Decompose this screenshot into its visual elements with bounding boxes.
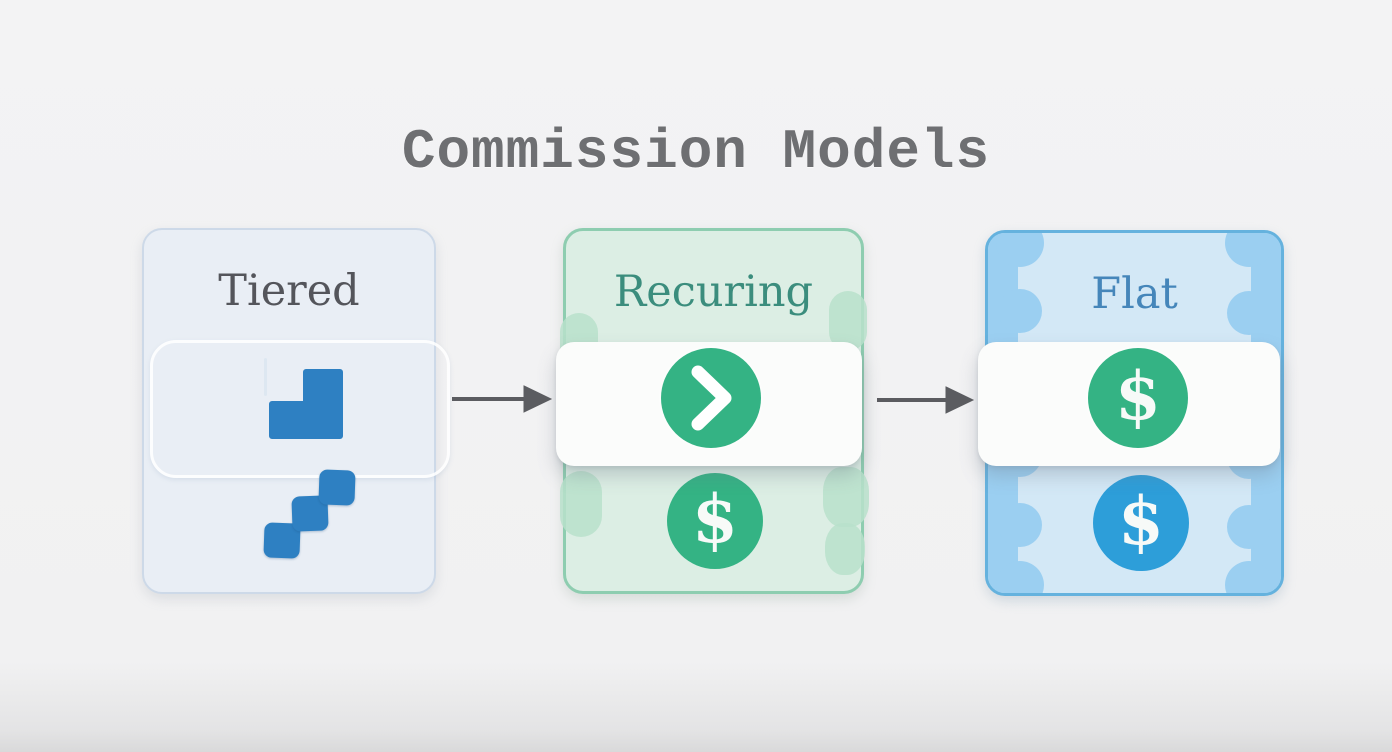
dollar-circle-green-icon: $ — [1088, 348, 1188, 448]
square-block — [318, 469, 356, 506]
card-recurring-label: Recuring — [613, 267, 814, 317]
decorative-blob — [829, 291, 867, 351]
page-title: Commission Models — [401, 119, 991, 184]
tiered-inner-frame — [150, 340, 450, 478]
decorative-blob — [823, 467, 869, 527]
dollar-sign: $ — [1118, 482, 1164, 560]
tiered-decorative-dash — [264, 358, 267, 396]
dollar-circle-blue-icon: $ — [1093, 475, 1189, 571]
arrow-right-icon — [452, 385, 553, 413]
card-flat-label: Flat — [1091, 269, 1178, 319]
card-tiered-label: Tiered — [218, 266, 360, 316]
dollar-sign: $ — [1115, 357, 1161, 435]
recurring-highlight-band — [556, 342, 862, 466]
arrow-right-icon — [877, 386, 975, 414]
staircase-steps-icon — [266, 366, 346, 442]
decorative-blob — [560, 471, 602, 537]
card-tiered: Tiered — [142, 228, 450, 594]
dollar-sign: $ — [692, 480, 738, 558]
chevron-right-circle-icon — [661, 348, 761, 448]
flat-highlight-band: $ — [978, 342, 1280, 466]
decorative-blob — [825, 523, 865, 575]
dollar-circle-icon: $ — [667, 473, 763, 569]
